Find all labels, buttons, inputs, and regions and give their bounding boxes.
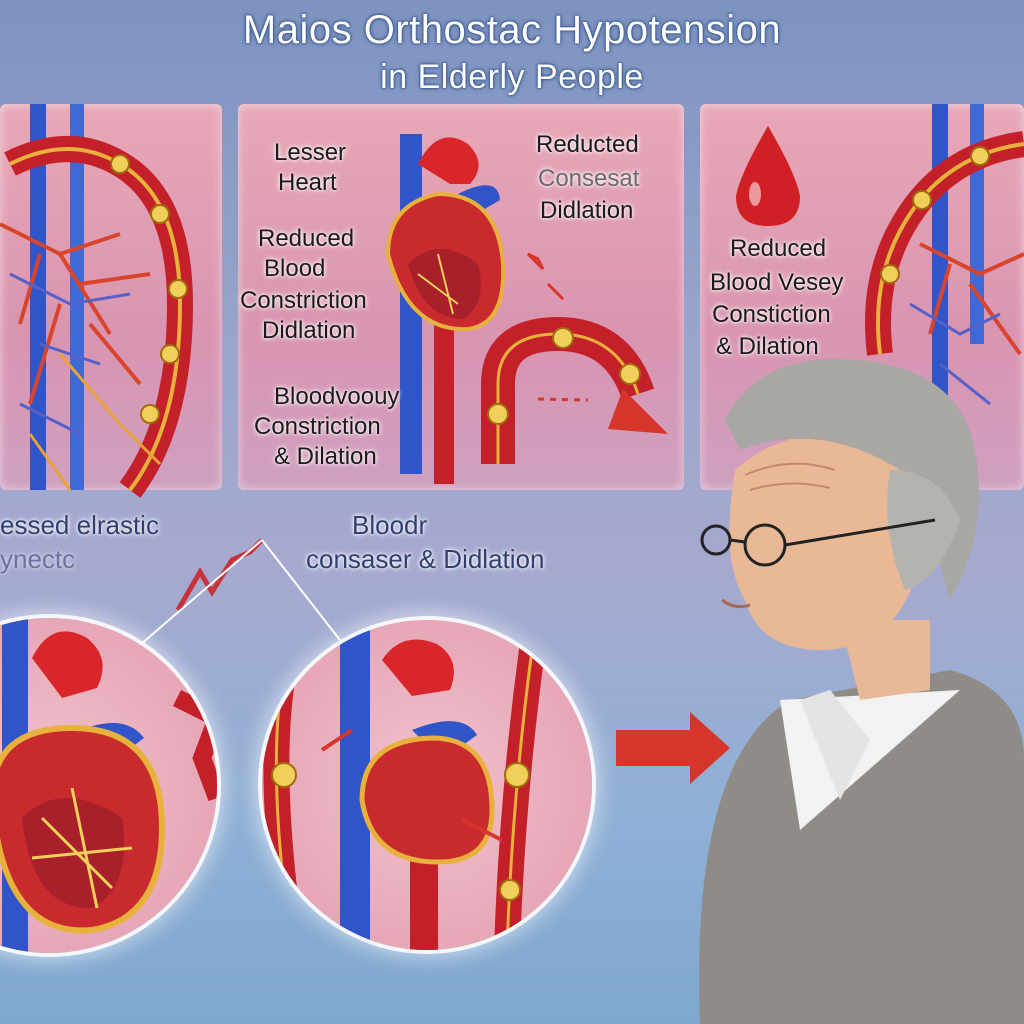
vessel-tree-illustration	[0, 104, 194, 498]
glasses-icon	[700, 524, 732, 556]
label-didlation-right: Didlation	[540, 197, 634, 224]
label-didlation: Didlation	[262, 317, 356, 344]
vessel-tree-panel-left	[0, 104, 222, 498]
label-consesat: Consesat	[538, 165, 640, 192]
label-lesser: Lesser	[274, 139, 347, 166]
label-constiction: Constiction	[712, 301, 831, 328]
heart-vessel-illustration	[385, 134, 668, 484]
title-line-1: Maios Orthostac Hypotension	[242, 8, 782, 52]
title-line-2: in Elderly People	[380, 58, 644, 96]
zoomed-vessels-illustration	[263, 620, 545, 950]
heart-vessel-panel-center: Lesser Heart Reduced Blood Constriction …	[238, 104, 684, 490]
label-blood: Blood	[264, 255, 326, 282]
zoomed-heart-illustration	[0, 618, 217, 953]
label-elastic: essed elrastic	[0, 510, 159, 540]
label-bloodr: Bloodr	[352, 510, 428, 540]
label-reduced: Reduced	[258, 225, 355, 252]
arrow-right-icon	[616, 712, 730, 784]
label-consaser-didlation: consaser & Didlation	[306, 544, 545, 574]
label-blood-vesey: Blood Vesey	[710, 269, 844, 296]
label-reduced-right: Reduced	[730, 235, 827, 262]
label-reducted: Reducted	[536, 131, 639, 158]
label-ynectc: ynectc	[0, 544, 76, 574]
label-dilation-right: & Dilation	[716, 333, 819, 360]
label-bloodvoouy: Bloodvoouy	[274, 383, 400, 410]
zoom-circle-vessels	[262, 620, 592, 950]
label-constriction: Constriction	[240, 287, 367, 314]
label-constriction-bottom: Constriction	[254, 413, 381, 440]
zoom-circle-heart	[0, 618, 217, 953]
label-dilation-bottom: & Dilation	[274, 443, 377, 470]
label-heart: Heart	[278, 169, 337, 196]
